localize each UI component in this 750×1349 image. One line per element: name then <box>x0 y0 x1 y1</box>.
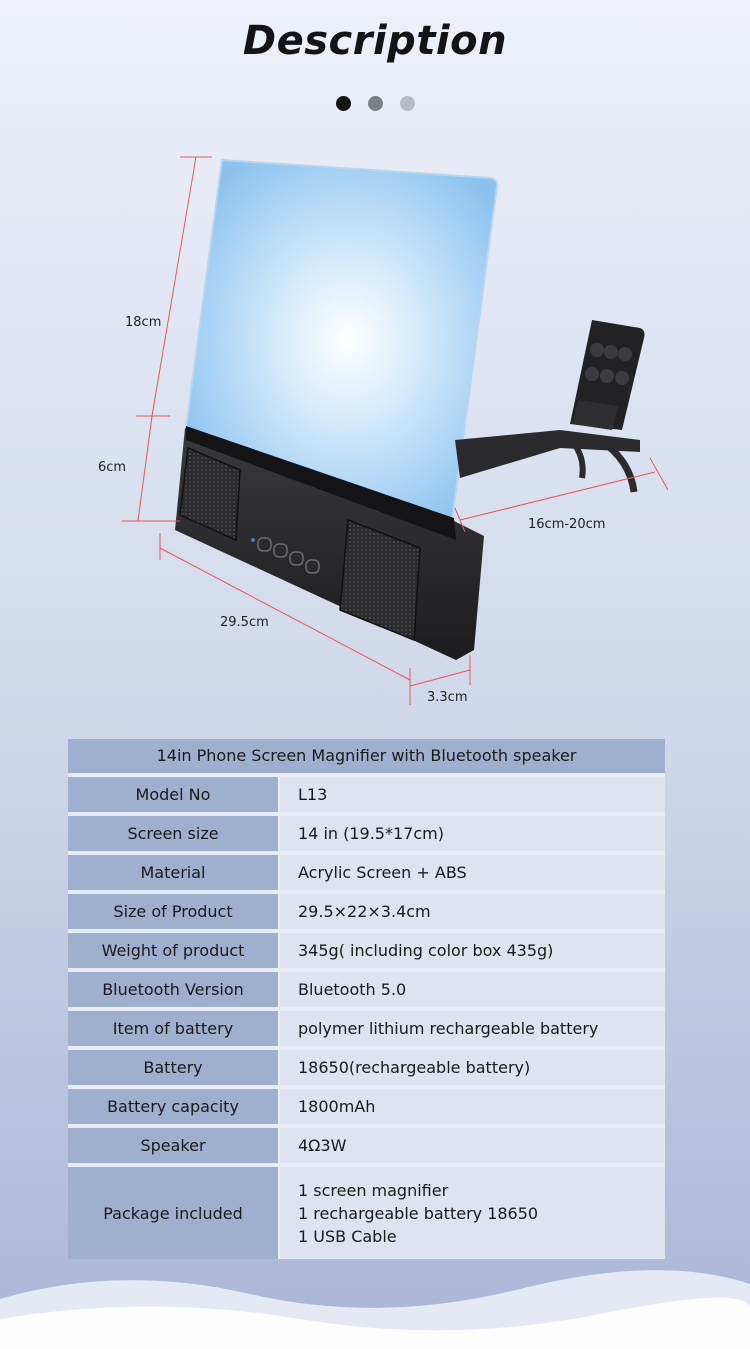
package-item: 1 USB Cable <box>298 1226 397 1246</box>
product-illustration: 18cm 6cm 29.5cm 3.3cm 16cm-20cm <box>98 156 669 705</box>
spec-value: polymer lithium rechargeable battery <box>280 1011 665 1046</box>
spec-value: 1 screen magnifier 1 rechargeable batter… <box>280 1167 665 1259</box>
carousel-dot-2[interactable] <box>367 96 383 111</box>
phone-holder <box>455 320 645 493</box>
table-row: Model No L13 <box>68 777 665 816</box>
spec-label: Screen size <box>68 816 280 851</box>
width-label: 29.5cm <box>220 615 269 630</box>
package-item: 1 screen magnifier <box>298 1180 449 1200</box>
spec-label: Speaker <box>68 1128 280 1163</box>
volume-down-button[interactable] <box>289 551 304 566</box>
package-item: 1 rechargeable battery 18650 <box>298 1203 539 1223</box>
page-title: Description <box>242 18 508 64</box>
spec-value: 18650(rechargeable battery) <box>280 1050 665 1085</box>
spec-label: Size of Product <box>68 894 280 929</box>
volume-up-button[interactable] <box>305 559 320 574</box>
spec-value: 29.5×22×3.4cm <box>280 894 665 929</box>
spec-value: Acrylic Screen + ABS <box>280 855 665 890</box>
spec-value: Bluetooth 5.0 <box>280 972 665 1007</box>
table-row: Material Acrylic Screen + ABS <box>68 855 665 894</box>
table-row: Size of Product 29.5×22×3.4cm <box>68 894 665 933</box>
spec-label: Battery <box>68 1050 280 1085</box>
table-row: Package included 1 screen magnifier 1 re… <box>68 1167 665 1259</box>
spec-label: Model No <box>68 777 280 812</box>
spec-value: 1800mAh <box>280 1089 665 1124</box>
spec-label: Material <box>68 855 280 890</box>
dimension-lines <box>122 156 669 705</box>
table-row: Speaker 4Ω3W <box>68 1128 665 1167</box>
carousel-dot-1[interactable] <box>335 96 351 111</box>
spec-value: 14 in (19.5*17cm) <box>280 816 665 851</box>
spec-label: Battery capacity <box>68 1089 280 1124</box>
status-light-icon <box>251 538 255 542</box>
table-row: Bluetooth Version Bluetooth 5.0 <box>68 972 665 1011</box>
spec-table: 14in Phone Screen Magnifier with Bluetoo… <box>68 739 665 1259</box>
carousel-dot-3[interactable] <box>399 96 415 111</box>
magnifier-screen <box>184 158 499 522</box>
spec-value: 4Ω3W <box>280 1128 665 1163</box>
table-row: Battery capacity 1800mAh <box>68 1089 665 1128</box>
mode-button[interactable] <box>273 543 288 558</box>
holder-label: 16cm-20cm <box>528 517 605 532</box>
spec-value: L13 <box>280 777 665 812</box>
decorative-wave <box>0 1270 750 1349</box>
table-row: Item of battery polymer lithium recharge… <box>68 1011 665 1050</box>
spec-label: Package included <box>68 1167 280 1259</box>
power-button[interactable] <box>257 537 272 552</box>
height-base-label: 6cm <box>98 460 126 475</box>
spec-table-title: 14in Phone Screen Magnifier with Bluetoo… <box>68 739 665 777</box>
spec-value: 345g( including color box 435g) <box>280 933 665 968</box>
spec-label: Weight of product <box>68 933 280 968</box>
carousel-dots <box>0 96 750 111</box>
spec-label: Bluetooth Version <box>68 972 280 1007</box>
depth-label: 3.3cm <box>427 690 468 705</box>
speaker-base <box>175 426 484 660</box>
spec-label: Item of battery <box>68 1011 280 1046</box>
height-screen-label: 18cm <box>125 315 161 330</box>
table-row: Weight of product 345g( including color … <box>68 933 665 972</box>
table-row: Screen size 14 in (19.5*17cm) <box>68 816 665 855</box>
table-row: Battery 18650(rechargeable battery) <box>68 1050 665 1089</box>
